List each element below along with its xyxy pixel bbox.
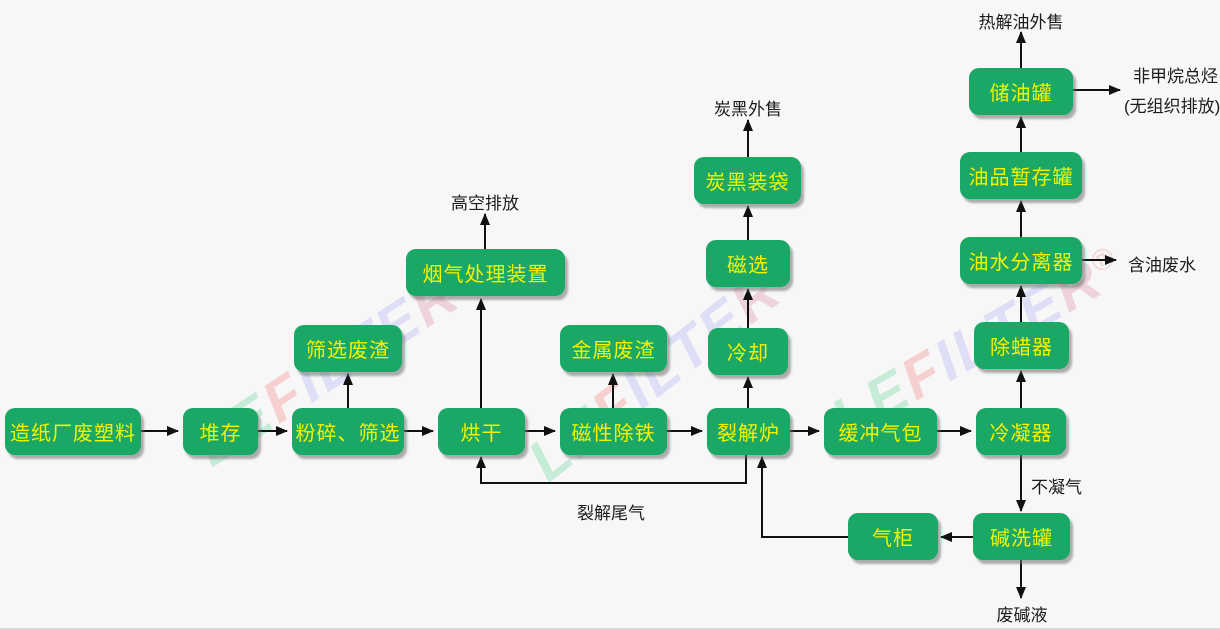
node-condenser: 冷凝器 <box>976 408 1066 455</box>
node-drying: 烘干 <box>438 408 525 455</box>
node-stockpiling: 堆存 <box>183 408 258 455</box>
label-oily-wastewater: 含油废水 <box>1128 256 1196 275</box>
edge-gasholder-to-pyrolysis <box>757 456 848 538</box>
label-waste-alkali-liquid: 废碱液 <box>996 606 1048 625</box>
page-bottom-border <box>0 628 1220 630</box>
node-cooling: 冷却 <box>708 328 788 375</box>
node-dewaxer: 除蜡器 <box>974 322 1069 369</box>
node-metal-residue: 金属废渣 <box>560 325 667 372</box>
node-gas-holder: 气柜 <box>848 513 938 560</box>
label-pyrolysis-tail-gas: 裂解尾气 <box>577 504 645 523</box>
node-flue-gas-treatment: 烟气处理装置 <box>406 249 565 296</box>
node-oil-storage-tank: 储油罐 <box>969 68 1073 115</box>
node-alkali-washing-tank: 碱洗罐 <box>973 513 1070 560</box>
node-pyrolysis-furnace: 裂解炉 <box>707 408 790 455</box>
node-oil-temp-tank: 油品暂存罐 <box>960 152 1082 199</box>
label-non-condensable-gas: 不凝气 <box>1031 478 1082 497</box>
node-carbon-black-bagging: 炭黑装袋 <box>694 157 801 204</box>
node-oil-water-separator: 油水分离器 <box>960 237 1082 284</box>
node-magnetic-iron-removal: 磁性除铁 <box>560 408 667 455</box>
label-carbon-black-sale: 炭黑外售 <box>714 100 782 119</box>
label-nmhc-line1: 非甲烷总烃 <box>1133 67 1218 86</box>
edge-pyrolysis-tailgas-to-drying <box>476 455 747 484</box>
node-magnetic-separation: 磁选 <box>706 240 790 287</box>
node-crushing-screening: 粉碎、筛选 <box>292 408 404 455</box>
label-nmhc-line2: (无组织排放) <box>1124 97 1220 116</box>
node-buffer-gas-bag: 缓冲气包 <box>824 408 937 455</box>
label-pyrolysis-oil-sale: 热解油外售 <box>978 13 1064 32</box>
node-screening-residue: 筛选废渣 <box>294 325 402 372</box>
node-waste-plastic: 造纸厂废塑料 <box>5 408 141 455</box>
label-high-altitude-discharge: 高空排放 <box>451 194 519 213</box>
